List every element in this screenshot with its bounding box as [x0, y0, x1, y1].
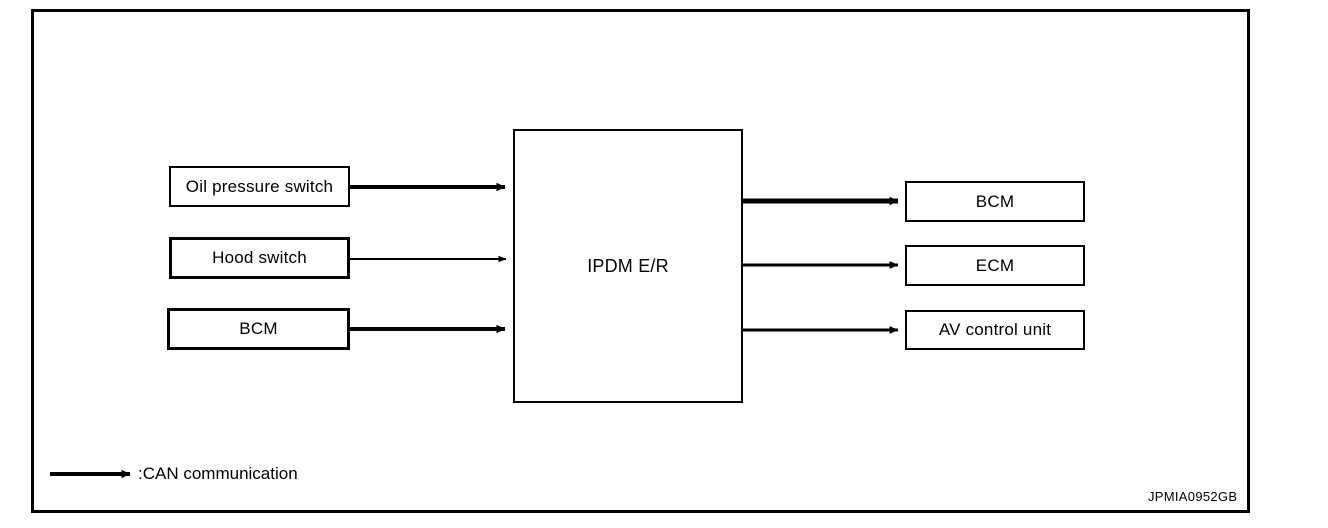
node-label: IPDM E/R — [587, 255, 669, 276]
node-label: BCM — [239, 319, 278, 338]
node-hood-switch: Hood switch — [169, 237, 350, 279]
node-label: Hood switch — [212, 248, 307, 267]
node-label: Oil pressure switch — [185, 176, 334, 196]
figure-id: JPMIA0952GB — [1148, 489, 1238, 504]
node-label: ECM — [975, 255, 1015, 275]
node-bcm-left: BCM — [167, 308, 350, 350]
legend: :CAN communication — [50, 460, 470, 490]
node-label: AV control unit — [938, 320, 1052, 339]
diagram-frame — [31, 9, 1250, 513]
node-oil-pressure-switch: Oil pressure switch — [169, 166, 350, 207]
legend-label: :CAN communication — [138, 464, 298, 483]
node-av-control-unit: AV control unit — [905, 310, 1085, 350]
node-ecm: ECM — [905, 245, 1085, 286]
node-bcm-right: BCM — [905, 181, 1085, 222]
node-label: BCM — [975, 191, 1015, 211]
node-ipdm-er: IPDM E/R — [513, 129, 743, 403]
